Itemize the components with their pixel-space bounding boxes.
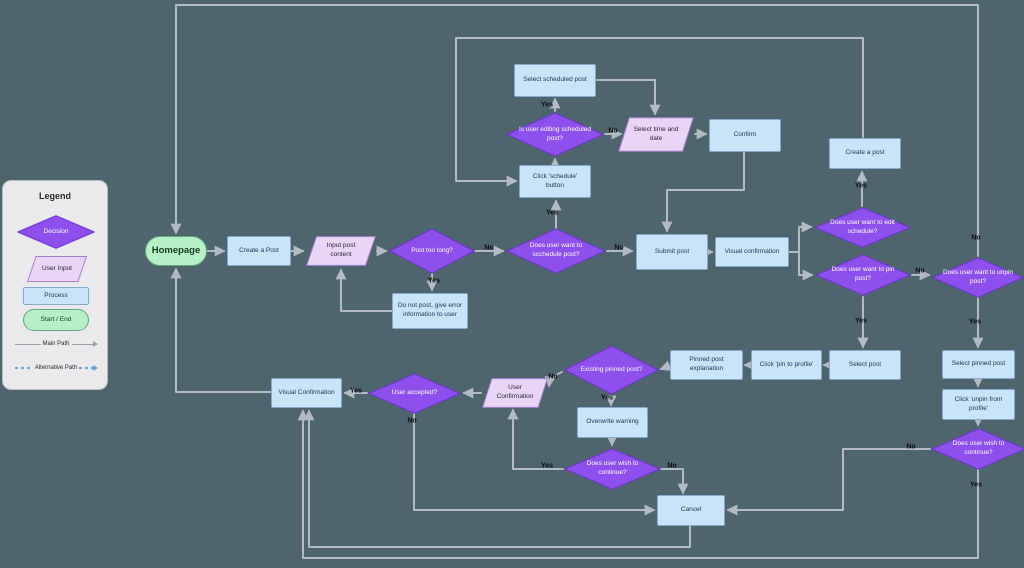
edge-continue-q2-no-cancel (726, 448, 931, 516)
node-user-confirmation[interactable]: User Confirmation (482, 378, 548, 408)
edge-label-yes: Yes (540, 101, 554, 109)
edge-select-scheduled-time-date (596, 79, 661, 116)
legend-user-input-shape: User Input (27, 256, 87, 282)
edge-label-yes: Yes (600, 394, 614, 402)
edge-label-no: No (915, 267, 925, 275)
node-existing-pinned-question[interactable]: Existing pinned post? (564, 345, 659, 395)
legend-alternative-path: Alternative Path (15, 364, 98, 371)
edge-label-yes: Yes (349, 387, 363, 395)
node-post-too-long[interactable]: Post too long? (389, 228, 475, 274)
edge-do-not-post-input-content (335, 268, 393, 312)
node-confirm[interactable]: Confirm (709, 119, 781, 152)
legend-panel: Legend Decision User Input Process Start… (2, 180, 108, 390)
node-input-post-content[interactable]: Input post content (306, 236, 376, 266)
legend-alt-path-label: Alternative Path (34, 365, 78, 371)
alt-path-line (15, 367, 33, 369)
main-path-arrow-icon (71, 340, 98, 347)
parallelogram-icon (27, 256, 87, 282)
node-pin-question[interactable]: Does user want to pin post? (815, 254, 911, 296)
legend-title: Legend (38, 191, 71, 201)
node-pinned-post-explanation[interactable]: Pinned post explanation (670, 350, 743, 380)
node-continue-question-2[interactable]: Does user wish to continue? (931, 428, 1024, 470)
edge-label-yes: Yes (969, 481, 983, 489)
legend-process-shape: Process (23, 287, 89, 305)
legend-main-path-label: Main Path (42, 341, 70, 347)
node-select-post[interactable]: Select post (829, 350, 901, 380)
edge-create-post-click-schedule-loop (455, 37, 864, 187)
edge-label-no: No (906, 443, 916, 451)
node-continue-question-1[interactable]: Does user wish to continue? (564, 448, 661, 490)
node-visual-confirmation-2[interactable]: Visual Confirmation (271, 378, 342, 408)
node-create-a-post[interactable]: Create a Post (227, 236, 291, 266)
edge-visual-confirmation2-homepage (170, 267, 272, 393)
edge-label-no: No (614, 244, 624, 252)
node-cancel[interactable]: Cancel (657, 495, 725, 526)
node-submit-post[interactable]: Submit post (636, 234, 708, 270)
edge-pinned-explanation-existing-q (659, 360, 672, 371)
edge-label-no: No (608, 127, 618, 135)
edge-label-no: No (667, 462, 677, 470)
node-do-not-post-error[interactable]: Do not post, give error information to u… (392, 293, 468, 329)
legend-decision-label: Decision (43, 227, 69, 235)
node-schedule-question[interactable]: Does user want to scchedule post? (506, 228, 606, 274)
edge-label-no: No (484, 244, 494, 252)
node-unpin-question[interactable]: Does user want to unpin post? (932, 257, 1024, 298)
diamond-icon (17, 215, 95, 249)
edge-continue-q1-no-cancel (660, 468, 689, 495)
edge-label-no: No (971, 234, 981, 242)
alt-path-arrow-icon (79, 364, 98, 371)
edge-label-yes: Yes (540, 462, 554, 470)
edge-label-yes: Yes (545, 209, 559, 217)
node-editing-scheduled-question[interactable]: Is user editing scheduled post? (506, 112, 604, 157)
edge-label-yes: Yes (854, 182, 868, 190)
node-edit-schedule-question[interactable]: Does user want to edit schedule? (814, 207, 911, 248)
node-click-pin-to-profile[interactable]: Click 'pin to profile' (751, 350, 822, 380)
legend-decision-shape: Decision (17, 215, 95, 249)
node-create-a-post-2[interactable]: Create a post (829, 138, 901, 169)
node-click-unpin-from-profile[interactable]: Click 'unpin from profile' (942, 389, 1015, 420)
edge-label-no: No (407, 417, 417, 425)
edge-confirm-submit-post (661, 151, 745, 233)
legend-user-input-label: User Input (42, 264, 72, 272)
edge-visual-confirmation-edit-schedule-q (788, 221, 813, 253)
legend-start-end-shape: Start / End (23, 309, 89, 331)
edge-label-yes: Yes (427, 277, 441, 285)
node-homepage[interactable]: Homepage (145, 236, 207, 266)
edge-continue-q1-yes-user-confirmation (507, 408, 564, 470)
legend-main-path: Main Path (15, 340, 98, 347)
node-user-accepted-question[interactable]: User accepted? (368, 373, 461, 414)
edge-label-yes: Yes (854, 317, 868, 325)
main-path-line (15, 343, 41, 345)
node-visual-confirmation-1[interactable]: Visual confirmation (715, 237, 789, 267)
edge-label-no: No (548, 373, 558, 381)
edge-visual-confirmation-pin-q (798, 251, 814, 281)
edge-label-yes: Yes (968, 318, 982, 326)
node-select-scheduled-post[interactable]: Select scheduled post (514, 64, 596, 97)
node-select-pinned-post[interactable]: Select pinned post (942, 350, 1015, 379)
node-overwrite-warning[interactable]: Overwrite warning (577, 407, 648, 438)
node-click-schedule-button[interactable]: Click 'schedule' button (519, 165, 591, 198)
node-select-time-and-date[interactable]: Select time and date (618, 117, 694, 152)
